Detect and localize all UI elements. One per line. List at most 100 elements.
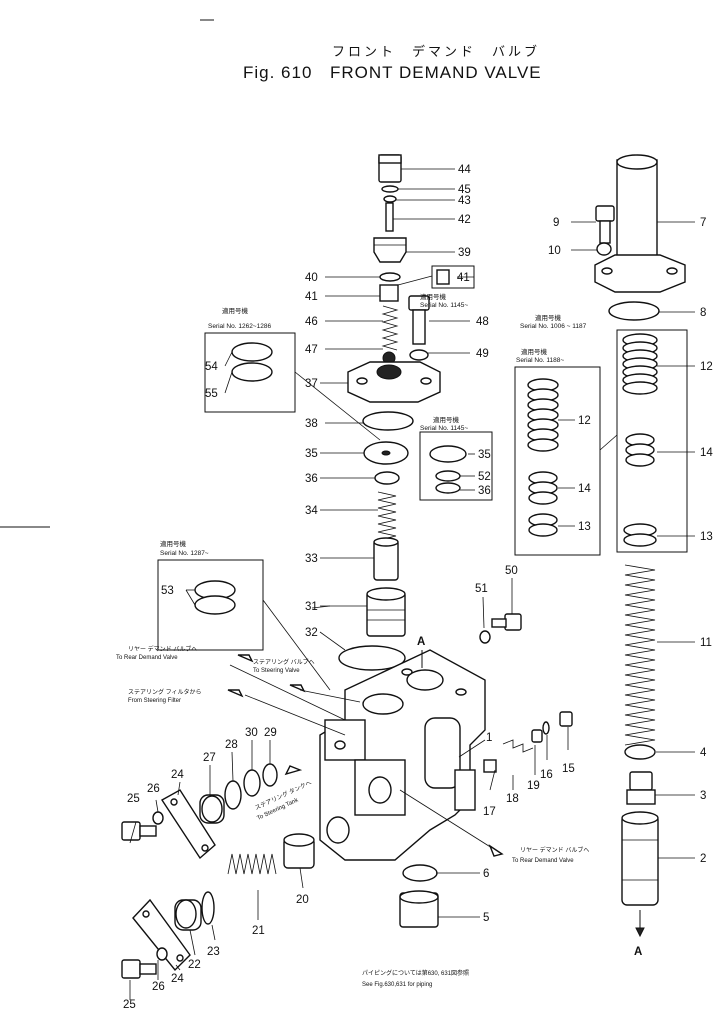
o-ring-8 xyxy=(608,301,660,321)
plug-22 xyxy=(174,899,202,931)
part-label-25-lower: 25 xyxy=(123,999,136,1011)
part-label-45: 45 xyxy=(458,184,471,196)
variant-box-1287 xyxy=(157,559,264,651)
plug-41 xyxy=(379,284,399,302)
box-connector xyxy=(599,434,618,451)
spool-33 xyxy=(373,537,399,581)
variant-springs-1188 xyxy=(527,378,559,537)
serial-note-jp-1145: 適用号機 xyxy=(433,415,460,424)
seat-13 xyxy=(623,523,657,547)
spring-21 xyxy=(227,853,277,875)
piping-note: See Fig.630,631 for piping xyxy=(362,982,432,988)
part-label-4: 4 xyxy=(700,747,707,759)
part-label-53: 53 xyxy=(161,585,174,597)
bolt-25-upper xyxy=(121,821,157,841)
o-ring-40 xyxy=(379,272,401,282)
part-label-13-variant: 13 xyxy=(578,521,591,533)
part-label-3: 3 xyxy=(700,790,706,802)
variant-box-1006 xyxy=(616,329,688,553)
leader-box-1287 xyxy=(262,599,331,691)
figure-number: Fig. 610 xyxy=(243,63,312,82)
part-label-35-variant: 35 xyxy=(478,449,491,461)
part-label-35: 35 xyxy=(305,448,318,460)
serial-note-1006: Serial No. 1006 ~ 1187 xyxy=(520,323,587,330)
washer-49 xyxy=(409,349,429,361)
part-label-10: 10 xyxy=(548,245,561,257)
valve-body-1 xyxy=(319,649,486,861)
part-label-34: 34 xyxy=(305,505,318,517)
sleeve-20 xyxy=(283,833,315,869)
o-ring-32 xyxy=(338,645,406,671)
ring-4 xyxy=(624,744,656,760)
section-mark-a-top: A xyxy=(417,636,425,648)
part-label-27: 27 xyxy=(203,752,216,764)
part-label-39: 39 xyxy=(458,247,471,259)
bolt-25-lower xyxy=(121,959,157,979)
part-label-26-lower: 26 xyxy=(152,981,165,993)
o-ring-36-variant xyxy=(435,482,461,494)
part-label-17: 17 xyxy=(483,806,496,818)
flow-note-jp-rear-1: リヤー デマンド バルブへ xyxy=(128,645,197,653)
part-label-16: 16 xyxy=(540,769,553,781)
part-label-21: 21 xyxy=(252,925,265,937)
flow-note-jp-filter: ステアリング フィルタから xyxy=(128,688,202,696)
part-label-25-upper: 25 xyxy=(127,793,140,805)
section-mark-a-bottom: A xyxy=(634,946,642,958)
part-label-47: 47 xyxy=(305,344,318,356)
plate-24-upper xyxy=(161,789,216,860)
plug-3 xyxy=(626,771,656,805)
part-label-24-lower: 24 xyxy=(171,973,184,985)
part-label-36-variant: 36 xyxy=(478,485,491,497)
serial-note-41: Serial No. 1145~ xyxy=(420,302,468,309)
serial-note-jp-1268: 適用号機 xyxy=(222,306,249,315)
serial-note-1268: Serial No. 1262~1286 xyxy=(208,323,271,330)
part-label-30: 30 xyxy=(245,727,258,739)
flow-note-steer: To Steering Valve xyxy=(253,668,300,674)
flow-note-rear-2: To Rear Demand Valve xyxy=(512,858,574,864)
title-japanese: フロント デマンド バルブ xyxy=(332,44,540,60)
o-ring-36 xyxy=(374,471,400,485)
part-label-14: 14 xyxy=(700,447,713,459)
part-label-12: 12 xyxy=(700,361,713,373)
part-label-29: 29 xyxy=(264,727,277,739)
cap-44 xyxy=(378,154,402,183)
stem-42 xyxy=(385,202,394,232)
o-ring-54 xyxy=(231,342,273,362)
bolt-48 xyxy=(408,295,430,345)
part-label-23: 23 xyxy=(207,946,220,958)
ring-43 xyxy=(383,195,397,203)
serial-note-jp-1287: 適用号機 xyxy=(160,539,187,548)
part-label-55: 55 xyxy=(205,388,218,400)
part-label-12-variant: 12 xyxy=(578,415,591,427)
variant-box-1268 xyxy=(204,332,296,413)
leader-lines xyxy=(129,168,695,1000)
part-label-41-variant: 41 xyxy=(457,272,470,284)
flow-arrows xyxy=(227,654,504,857)
part-label-50: 50 xyxy=(505,565,518,577)
part-label-46: 46 xyxy=(305,316,318,328)
part-label-1: 1 xyxy=(486,732,492,744)
serial-note-jp-1188: 適用号機 xyxy=(521,347,548,356)
cover-37 xyxy=(347,361,441,403)
part-label-37: 37 xyxy=(305,378,318,390)
seat-35 xyxy=(363,441,409,465)
part-label-38: 38 xyxy=(305,418,318,430)
part-label-22: 22 xyxy=(188,959,201,971)
serial-note-jp-41: 適用号機 xyxy=(420,292,447,301)
part-label-15: 15 xyxy=(562,763,575,775)
part-label-18: 18 xyxy=(506,793,519,805)
part-label-26-upper: 26 xyxy=(147,783,160,795)
part-label-36: 36 xyxy=(305,473,318,485)
ring-29 xyxy=(262,763,278,787)
part-label-11: 11 xyxy=(700,637,712,649)
part-label-7: 7 xyxy=(700,217,706,229)
part-label-41: 41 xyxy=(305,291,318,303)
screw-17 xyxy=(483,759,497,773)
part-label-44: 44 xyxy=(458,164,471,176)
flow-note-rear-1: To Rear Demand Valve xyxy=(116,655,178,661)
washer-51 xyxy=(479,630,491,644)
spring-14 xyxy=(625,433,655,467)
o-ring-6 xyxy=(402,864,438,882)
o-ring-28 xyxy=(224,780,242,810)
